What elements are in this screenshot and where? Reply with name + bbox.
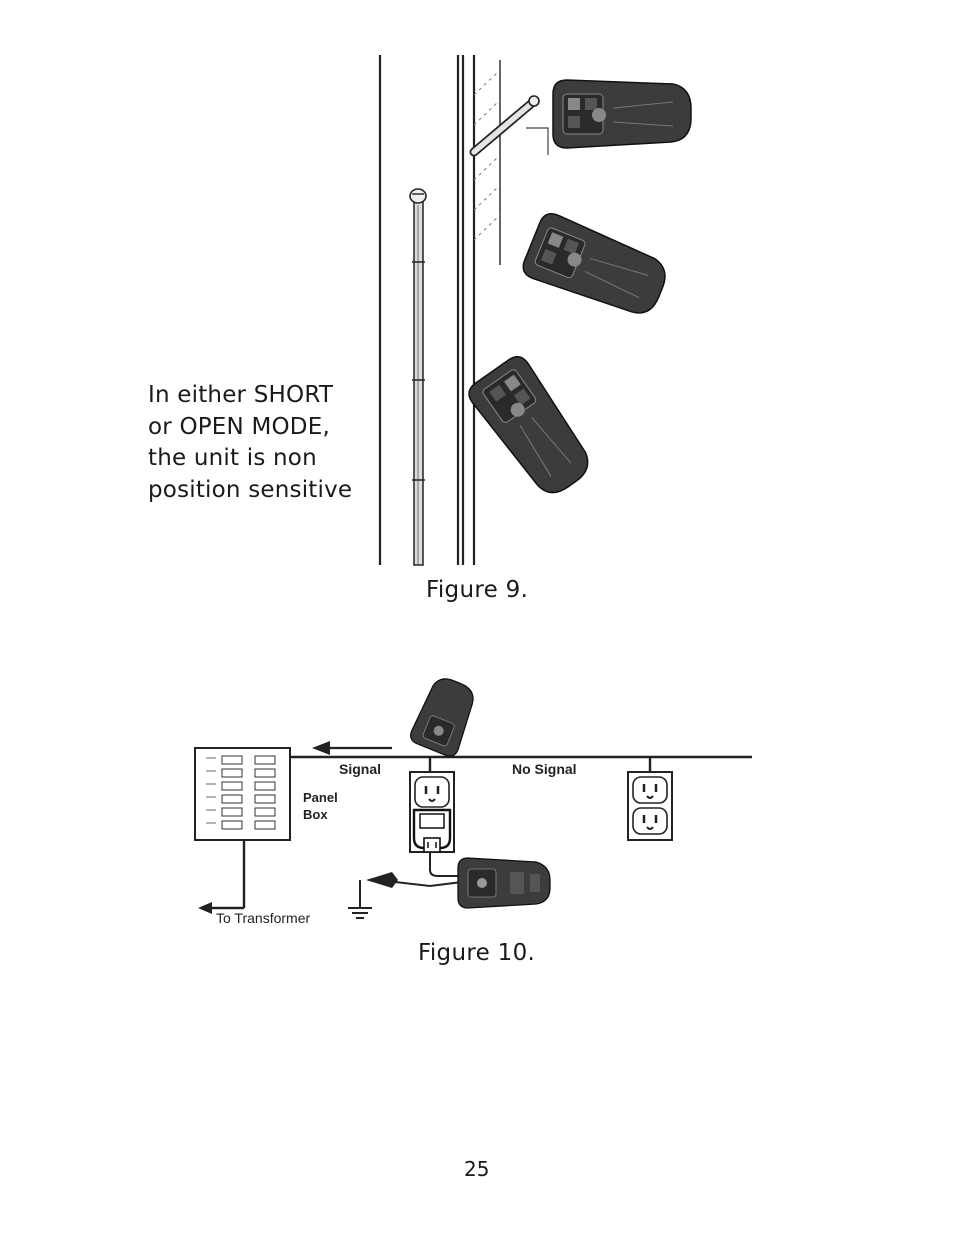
outlet-left [409,771,455,853]
wall-studs [378,55,501,565]
stud-hatching [473,69,501,241]
outlet-right [627,771,673,841]
vertical-pipe [409,188,427,566]
note-line: In either SHORT [148,382,334,408]
tracer-unit-top [552,79,692,149]
signal-arrow [312,741,392,755]
tracer-unit-receiver [457,857,551,909]
wiring [212,755,752,910]
label-signal: Signal [339,761,381,777]
figure-10: Signal No Signal Panel Box To Transforme… [0,670,954,980]
label-transformer: To Transformer [216,910,310,926]
note-line: the unit is non [148,445,317,471]
tracer-unit-middle [522,213,666,314]
panel-box [194,747,291,841]
figure-10-caption: Figure 10. [418,940,536,966]
figure-9-illustration [378,55,692,566]
transformer-arrowhead [198,902,212,914]
ground-lead [348,852,463,919]
page-number: 25 [464,1157,490,1181]
figure-10-illustration: Signal No Signal Panel Box To Transforme… [194,678,752,926]
label-no-signal: No Signal [512,761,577,777]
figure-9-note: In either SHORT or OPEN MODE, the unit i… [148,380,378,506]
figure-9: In either SHORT or OPEN MODE, the unit i… [0,0,954,610]
angled-pipe [469,95,549,157]
label-box: Box [303,807,328,822]
note-line: or OPEN MODE, [148,413,330,440]
tracer-unit-bottom [468,356,589,494]
figure-9-caption: Figure 9. [426,577,529,603]
label-panel: Panel [303,790,338,805]
note-line: position sensitive [148,476,353,503]
tracer-unit-wire [410,678,474,757]
